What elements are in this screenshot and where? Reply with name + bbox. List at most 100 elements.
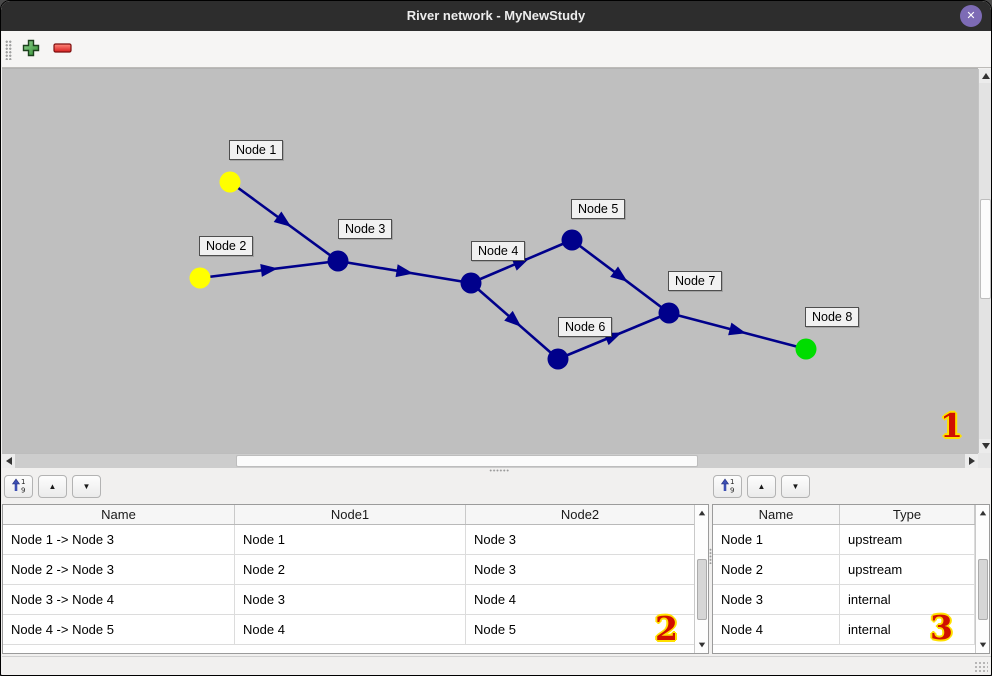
arrow-down-icon <box>982 443 990 449</box>
flow-direction-arrow-icon <box>395 264 414 278</box>
flow-direction-arrow-icon <box>610 266 628 282</box>
river-node[interactable] <box>795 338 817 360</box>
vertical-scroll-thumb[interactable] <box>980 199 991 299</box>
canvas-vertical-scrollbar[interactable] <box>978 69 991 453</box>
scroll-down-button[interactable] <box>976 638 989 652</box>
scroll-down-button[interactable] <box>695 638 708 652</box>
splitter-grip-icon <box>489 469 509 472</box>
column-header[interactable]: Name <box>3 505 235 524</box>
river-node[interactable] <box>460 272 482 294</box>
pane-splitter-horizontal[interactable] <box>2 468 991 473</box>
table-cell: upstream <box>840 555 975 584</box>
scroll-left-button[interactable] <box>2 454 15 468</box>
minus-icon <box>53 41 73 59</box>
nodes-sort-button[interactable]: 1 9 <box>713 475 742 498</box>
table-cell: Node 3 <box>466 525 695 554</box>
triangle-up-icon: ▲ <box>48 482 57 491</box>
node-label[interactable]: Node 1 <box>229 140 284 160</box>
table-cell: Node 4 <box>713 615 840 644</box>
table-cell: internal <box>840 615 975 644</box>
scroll-right-button[interactable] <box>965 454 978 468</box>
river-node[interactable] <box>189 267 211 289</box>
triangle-down-icon: ▼ <box>791 482 800 491</box>
svg-text:1: 1 <box>21 478 25 486</box>
scroll-thumb[interactable] <box>696 559 707 620</box>
flow-direction-arrow-icon <box>273 211 292 227</box>
sort-ascending-icon: 1 9 <box>10 477 27 496</box>
river-node[interactable] <box>327 250 349 272</box>
node-label[interactable]: Node 4 <box>471 241 526 261</box>
flow-direction-arrow-icon <box>728 322 747 336</box>
arrow-left-icon <box>5 457 12 465</box>
flow-direction-arrow-icon <box>260 264 278 277</box>
column-header[interactable]: Name <box>713 505 840 524</box>
close-button[interactable]: ✕ <box>960 5 982 27</box>
titlebar[interactable]: River network - MyNewStudy ✕ <box>1 1 991 31</box>
column-header[interactable]: Node1 <box>235 505 466 524</box>
column-header[interactable]: Node2 <box>466 505 695 524</box>
annotation-3: 3 <box>930 608 953 647</box>
arrow-down-icon <box>698 642 705 648</box>
nodes-table-scrollbar[interactable] <box>975 505 989 653</box>
add-node-button[interactable] <box>18 37 44 63</box>
triangle-down-icon: ▼ <box>82 482 91 491</box>
reaches-table-scrollbar[interactable] <box>694 505 708 653</box>
network-canvas[interactable]: Node 1 Node 2 Node 3 Node 4 Node 5 Node 6 Node… <box>2 68 978 453</box>
node-label[interactable]: Node 3 <box>338 219 393 239</box>
column-header[interactable]: Type <box>840 505 975 524</box>
river-node[interactable] <box>658 302 680 324</box>
river-node[interactable] <box>561 229 583 251</box>
reaches-sort-button[interactable]: 1 9 <box>4 475 33 498</box>
splitter-grip-icon <box>709 548 712 564</box>
arrow-up-icon <box>982 73 990 79</box>
scroll-up-button[interactable] <box>695 506 708 520</box>
table-cell: Node 3 <box>713 585 840 614</box>
node-label[interactable]: Node 6 <box>558 317 613 337</box>
resize-grip-icon[interactable] <box>974 661 988 673</box>
remove-node-button[interactable] <box>50 37 76 63</box>
reaches-move-down-button[interactable]: ▼ <box>72 475 101 498</box>
canvas-horizontal-scrollbar[interactable] <box>2 453 978 468</box>
horizontal-scroll-thumb[interactable] <box>236 455 698 467</box>
main-toolbar <box>2 31 991 68</box>
scroll-up-button[interactable] <box>979 69 991 83</box>
pane-splitter-vertical[interactable] <box>709 473 712 656</box>
river-node[interactable] <box>219 171 241 193</box>
river-node[interactable] <box>547 348 569 370</box>
window-title: River network - MyNewStudy <box>406 8 586 23</box>
toolbar-drag-handle[interactable] <box>5 40 12 60</box>
node-label[interactable]: Node 8 <box>805 307 860 327</box>
table-cell: Node 1 <box>235 525 466 554</box>
reaches-move-up-button[interactable]: ▲ <box>38 475 67 498</box>
arrow-down-icon <box>979 642 986 648</box>
node-label[interactable]: Node 5 <box>571 199 626 219</box>
scroll-thumb[interactable] <box>977 559 988 620</box>
nodes-move-down-button[interactable]: ▼ <box>781 475 810 498</box>
svg-text:1: 1 <box>730 478 734 486</box>
svg-text:9: 9 <box>21 487 25 495</box>
svg-text:9: 9 <box>730 487 734 495</box>
table-cell: Node 3 -> Node 4 <box>3 585 235 614</box>
node-label[interactable]: Node 7 <box>668 271 723 291</box>
nodes-move-up-button[interactable]: ▲ <box>747 475 776 498</box>
scroll-down-button[interactable] <box>979 439 991 453</box>
arrow-up-icon <box>698 510 705 516</box>
flow-direction-arrow-icon <box>504 310 522 327</box>
table-cell: upstream <box>840 525 975 554</box>
table-cell: Node 3 <box>466 555 695 584</box>
scroll-up-button[interactable] <box>976 506 989 520</box>
sort-ascending-icon: 1 9 <box>719 477 736 496</box>
network-svg <box>189 171 817 370</box>
node-label[interactable]: Node 2 <box>199 236 254 256</box>
